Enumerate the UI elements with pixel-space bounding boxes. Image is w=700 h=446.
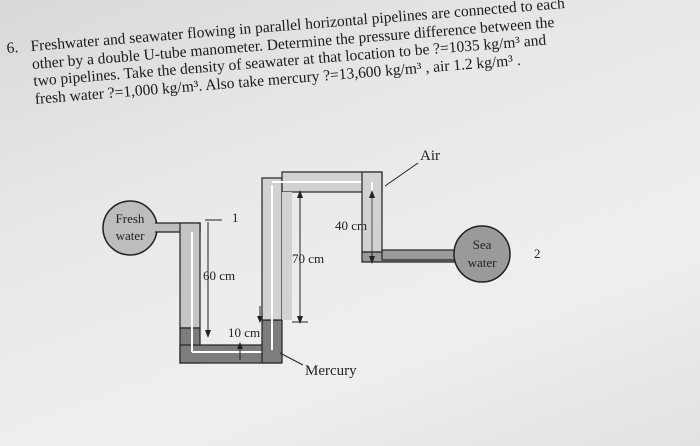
point-2-label: 2 [534,246,541,261]
dimension-40cm-label: 40 cm [335,218,367,233]
dimension-10cm [237,306,263,360]
air-label: Air [420,148,440,164]
dimension-60cm [205,219,222,338]
dimension-70cm [292,190,308,324]
sea-water-pipe [361,225,511,283]
dimension-40cm [369,190,375,264]
fresh-water-label-1: Fresh [116,211,145,226]
sea-water-label-2: water [468,255,498,270]
dimension-10cm-label: 10 cm [228,325,260,340]
left-u-tube [179,177,283,364]
dimension-60cm-label: 60 cm [203,268,235,283]
dimension-70cm-label: 70 cm [292,251,324,266]
air-tube [272,171,383,320]
mercury-label: Mercury [305,363,357,379]
fresh-water-label-2: water [116,228,146,243]
sea-water-label-1: Sea [473,237,492,252]
point-1-label: 1 [232,210,239,225]
